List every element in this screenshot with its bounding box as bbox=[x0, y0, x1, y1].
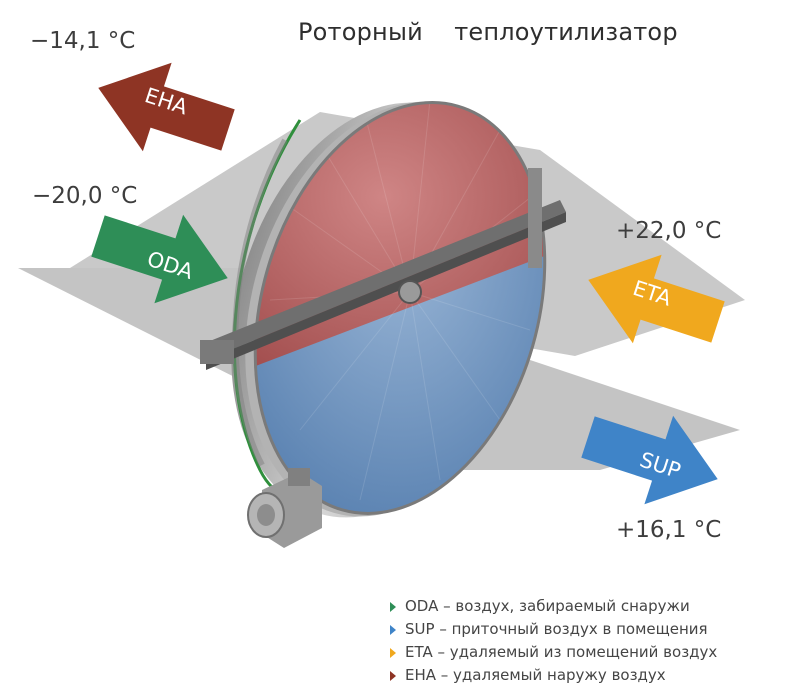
oda-arrow-shape bbox=[91, 214, 228, 304]
eta-arrow: ETA bbox=[588, 254, 725, 344]
eta-temperature: +22,0 °C bbox=[616, 218, 722, 244]
diagram-title: Роторный теплоутилизатор bbox=[298, 18, 678, 46]
legend-eta-marker-icon bbox=[390, 647, 396, 658]
sup-arrow-shape bbox=[581, 415, 718, 505]
legend-item-sup: SUP – приточный воздух в помещения bbox=[390, 618, 717, 641]
legend-sup-marker-icon bbox=[390, 624, 396, 635]
legend: ODA – воздух, забираемый снаружи SUP – п… bbox=[390, 595, 717, 687]
legend-sup-text: SUP – приточный воздух в помещения bbox=[405, 620, 708, 638]
legend-oda-marker-icon bbox=[390, 601, 396, 612]
eta-arrow-shape bbox=[588, 254, 725, 344]
sup-arrow: SUP bbox=[581, 415, 718, 505]
eha-temperature: −14,1 °C bbox=[30, 28, 136, 54]
divider-beam bbox=[200, 168, 566, 370]
eha-arrow: EHA bbox=[98, 62, 235, 152]
sup-temperature: +16,1 °C bbox=[616, 517, 722, 543]
legend-item-eta: ETA – удаляемый из помещений воздух bbox=[390, 641, 717, 664]
drive-motor bbox=[247, 468, 322, 548]
legend-eta-text: ETA – удаляемый из помещений воздух bbox=[405, 643, 718, 661]
legend-oda-text: ODA – воздух, забираемый снаружи bbox=[405, 597, 690, 615]
oda-temperature: −20,0 °C bbox=[32, 183, 138, 209]
legend-item-oda: ODA – воздух, забираемый снаружи bbox=[390, 595, 717, 618]
legend-eha-text: EHA – удаляемый наружу воздух bbox=[405, 666, 666, 684]
eha-arrow-shape bbox=[98, 62, 235, 152]
legend-eha-marker-icon bbox=[390, 670, 396, 681]
legend-item-eha: EHA – удаляемый наружу воздух bbox=[390, 664, 717, 687]
